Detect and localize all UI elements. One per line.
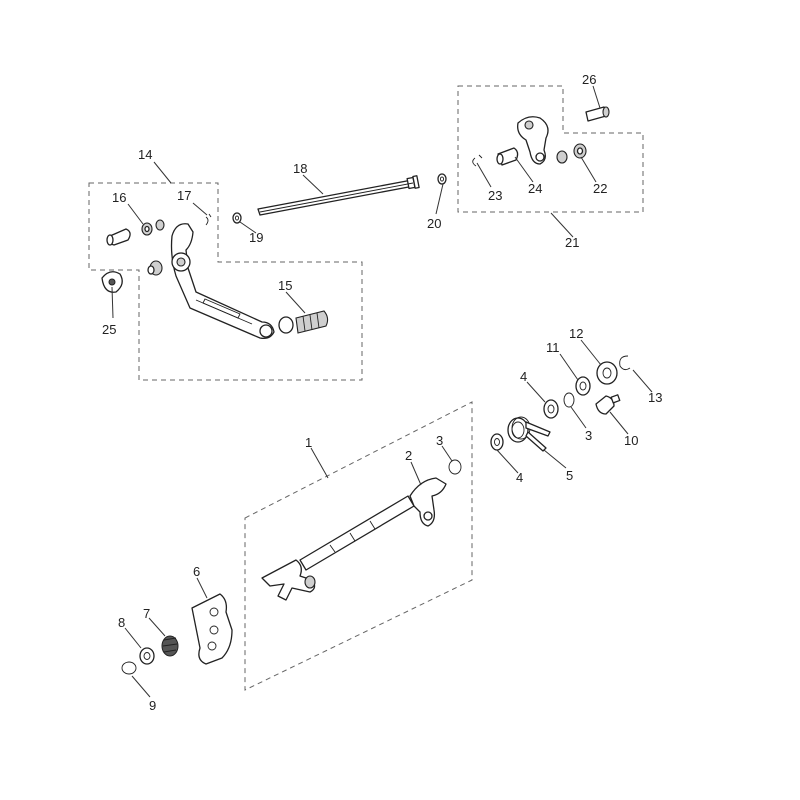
callout-10: 10 xyxy=(624,433,638,448)
part-7-spring xyxy=(161,635,179,657)
callout-24: 24 xyxy=(528,181,542,196)
part-16-pivot-pin xyxy=(106,228,131,246)
part-22-nut xyxy=(556,143,587,164)
callout-16: 16 xyxy=(112,190,126,205)
callout-11: 11 xyxy=(546,340,560,355)
callout-8: 8 xyxy=(118,615,125,630)
part-4-washer-upper xyxy=(543,399,559,419)
part-24-pin xyxy=(496,147,519,166)
part-10-stud xyxy=(595,394,621,415)
part-23-circlip xyxy=(472,154,483,167)
part-8-washer xyxy=(139,647,155,665)
part-18-shaft xyxy=(257,175,420,216)
part-2-selector-arm xyxy=(409,477,447,527)
part-16-bush xyxy=(141,219,165,236)
callout-1: 1 xyxy=(305,435,312,450)
part-20-washer xyxy=(437,173,447,185)
callout-18: 18 xyxy=(293,161,307,176)
callout-7: 7 xyxy=(143,606,150,621)
callout-22: 22 xyxy=(593,181,607,196)
callout-15: 15 xyxy=(278,278,292,293)
part-3-circlip-right xyxy=(563,392,575,408)
callout-21: 21 xyxy=(565,235,579,250)
callout-14: 14 xyxy=(138,147,152,162)
part-13-circlip xyxy=(619,355,631,371)
callout-12: 12 xyxy=(569,326,583,341)
part-17-circlip xyxy=(205,213,212,226)
callout-23: 23 xyxy=(488,188,502,203)
part-16-bush-lower xyxy=(147,260,163,276)
part-6-plate xyxy=(191,593,233,665)
part-5-return-spring xyxy=(507,416,551,452)
part-14-gear-lever xyxy=(170,223,275,340)
callout-3: 3 xyxy=(436,433,443,448)
group-box-21 xyxy=(457,85,644,213)
callout-19: 19 xyxy=(249,230,263,245)
callout-20: 20 xyxy=(427,216,441,231)
leader-lines xyxy=(111,85,653,698)
part-4-washer-lower xyxy=(490,433,504,451)
callout-4: 4 xyxy=(516,470,523,485)
part-12-washer xyxy=(596,361,618,385)
part-9-circlip xyxy=(121,661,137,675)
part-15-footrest-rubber xyxy=(278,310,329,334)
part-19-washer xyxy=(232,212,242,224)
callout-3: 3 xyxy=(585,428,592,443)
callout-17: 17 xyxy=(177,188,191,203)
part-24-linkage-arm xyxy=(517,116,549,165)
callout-26: 26 xyxy=(582,72,596,87)
callout-25: 25 xyxy=(102,322,116,337)
callout-labels: 1 2 3 3 4 4 5 6 7 8 9 10 11 12 13 14 15 … xyxy=(102,72,662,713)
part-26-bolt xyxy=(585,106,610,122)
callout-4: 4 xyxy=(520,369,527,384)
callout-9: 9 xyxy=(149,698,156,713)
part-3-circlip xyxy=(448,459,462,475)
group-box-1 xyxy=(244,401,473,691)
callout-2: 2 xyxy=(405,448,412,463)
callout-5: 5 xyxy=(566,468,573,483)
part-11-washer xyxy=(575,376,591,396)
part-25-rubber-stop xyxy=(101,271,123,293)
callout-13: 13 xyxy=(648,390,662,405)
part-1-selector-shaft xyxy=(261,495,415,601)
callout-6: 6 xyxy=(193,564,200,579)
group-box-14 xyxy=(88,182,363,381)
